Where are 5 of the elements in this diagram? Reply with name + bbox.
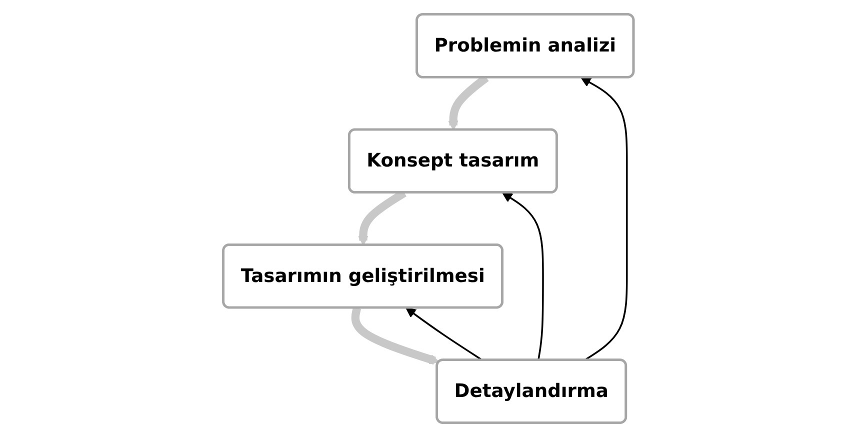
flowchart: Problemin analizi Konsept tasarım Tasarımın geliştirilmesi Detaylandırma — [214, 5, 642, 432]
arrow — [580, 77, 628, 362]
arrow — [405, 308, 483, 362]
arrow — [502, 192, 544, 361]
arrow — [350, 307, 440, 365]
